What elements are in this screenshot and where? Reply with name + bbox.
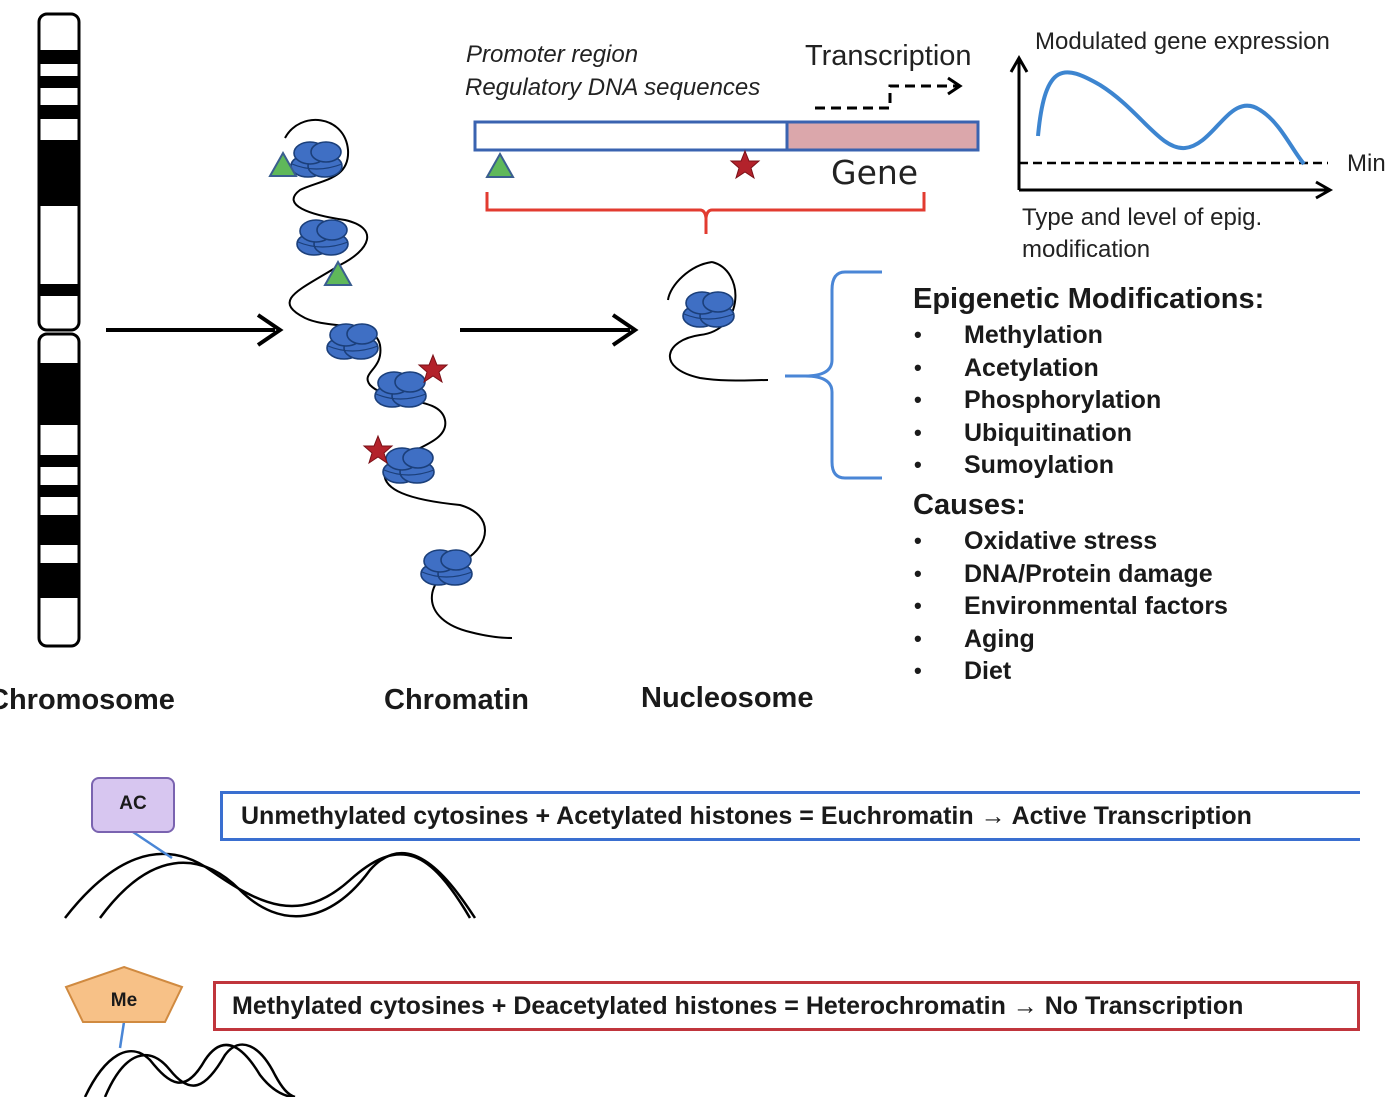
- causes-heading: Causes:: [913, 489, 1026, 521]
- modifications-list: Methylation Acetylation Phosphorylation …: [914, 319, 1161, 482]
- acetyl-tag-label: AC: [119, 793, 147, 814]
- red-bracket: [485, 192, 926, 234]
- euchromatin-equation-box: Unmethylated cytosines + Acetylated hist…: [220, 791, 1360, 841]
- histone-octamer: [326, 323, 379, 360]
- chromosome-drawing: [37, 12, 81, 648]
- methyl-tag-shape: [64, 965, 184, 1023]
- plot-caption-line1: Type and level of epig.: [1022, 204, 1263, 231]
- histone-octamer: [382, 447, 435, 484]
- modification-item: Methylation: [914, 319, 1161, 352]
- transcription-label: Transcription: [805, 40, 972, 72]
- modifications-heading: Epigenetic Modifications:: [913, 283, 1265, 315]
- euchromatin-dna: [64, 830, 477, 919]
- chromatin-label: Chromatin: [384, 684, 529, 716]
- promoter-region-text: Promoter region: [466, 41, 639, 68]
- cause-item: DNA/Protein damage: [914, 558, 1228, 591]
- causes-list: Oxidative stress DNA/Protein damage Envi…: [914, 525, 1228, 688]
- modification-item: Sumoylation: [914, 449, 1161, 482]
- expression-plot: [1009, 54, 1334, 200]
- expression-plot-title: Modulated gene expression: [1035, 28, 1330, 55]
- plot-caption-line2: modification: [1022, 236, 1151, 263]
- regulatory-sequences-text: Regulatory DNA sequences: [465, 74, 761, 101]
- blue-brace: [785, 270, 882, 480]
- modification-item: Ubiquitination: [914, 417, 1161, 450]
- nucleosome-label: Nucleosome: [641, 682, 814, 714]
- expression-curve: [1036, 70, 1306, 166]
- histone-octamer: [296, 219, 349, 256]
- heterochromatin-dna: [83, 1021, 296, 1097]
- modification-item: Phosphorylation: [914, 384, 1161, 417]
- chromatin-fiber: [269, 118, 513, 639]
- chromosome-label: Chromosome: [0, 684, 175, 716]
- min-label: Min: [1347, 150, 1386, 177]
- heterochromatin-equation-box: Methylated cytosines + Deacetylated hist…: [213, 981, 1360, 1031]
- cause-item: Diet: [914, 655, 1228, 688]
- modification-item: Acetylation: [914, 352, 1161, 385]
- gene-bar: [473, 76, 980, 179]
- triangle-marker-icon: [486, 153, 514, 178]
- histone-octamer: [682, 291, 735, 328]
- cause-item: Oxidative stress: [914, 525, 1228, 558]
- euchromatin-equation: Unmethylated cytosines + Acetylated hist…: [241, 801, 1252, 830]
- triangle-marker-icon: [324, 261, 352, 286]
- methyl-tag-label: Me: [110, 990, 138, 1011]
- heterochromatin-equation: Methylated cytosines + Deacetylated hist…: [232, 991, 1244, 1020]
- nucleosome-drawing: [667, 261, 769, 382]
- gene-label: Gene: [831, 153, 919, 192]
- transcription-arrow: [815, 84, 958, 110]
- histone-octamer: [290, 141, 343, 178]
- histone-octamer: [420, 549, 473, 586]
- cause-item: Aging: [914, 623, 1228, 656]
- star-marker-icon: [730, 150, 760, 179]
- acetyl-tag-box: [91, 777, 175, 833]
- histone-octamer: [374, 371, 427, 408]
- cause-item: Environmental factors: [914, 590, 1228, 623]
